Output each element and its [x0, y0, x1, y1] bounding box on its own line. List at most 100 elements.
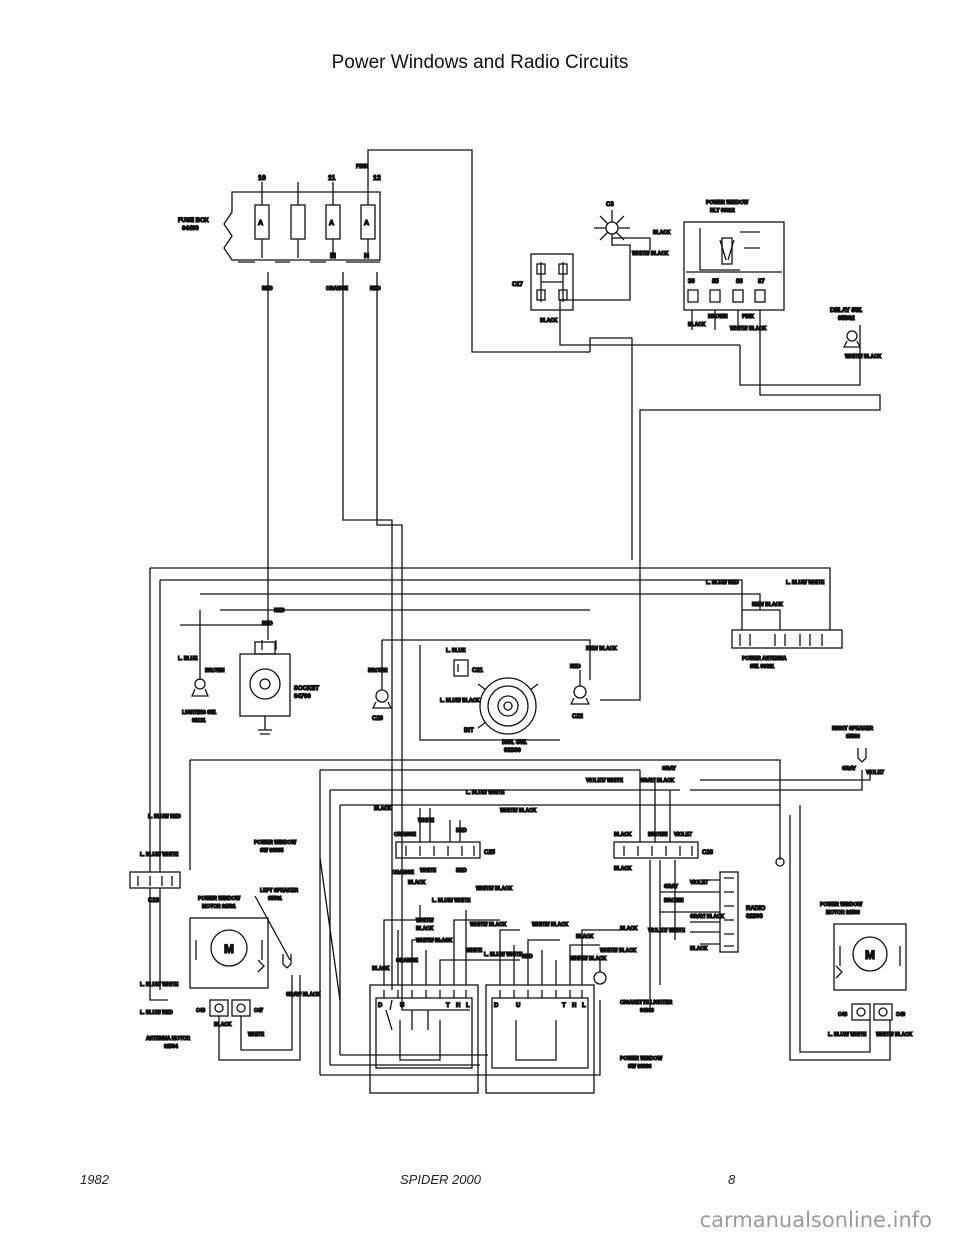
socket-number: 04700 [294, 694, 311, 700]
cigarette-lighter-number: 04600 [640, 1008, 654, 1014]
c46-connector [209, 999, 229, 1017]
wire-label-black-sw: BLACK [372, 966, 390, 972]
pw-motor-right-number: MOTOR 01500 [826, 910, 860, 916]
wire-label-white-black-c3: WHITE/ BLACK [632, 251, 669, 257]
wire-label-brown-light: BROWN [205, 668, 225, 674]
fuse-letter-n: N [364, 253, 369, 260]
center-wiring [319, 769, 780, 1075]
fuse-number-11: 11 [328, 175, 336, 182]
fuse-box [223, 172, 381, 286]
c26-aux-terminal [775, 857, 785, 867]
antenna-motor-number: 01504 [164, 1044, 178, 1050]
wire-label-white-black-relay: WHITE/ BLACK [730, 326, 767, 332]
power-window-relay [683, 221, 785, 311]
sw-right-u: U [516, 1003, 520, 1009]
radio-connector [660, 871, 739, 953]
wire-label-brown-radio: BROWN [664, 898, 684, 904]
wire-label-black-c25b: BLACK [408, 880, 426, 886]
wire-label-white-black-b: WHITE/ BLACK [470, 922, 507, 928]
wire-label-l-blue-red-ant: L. BLUE/ RED [140, 1010, 173, 1016]
wire-label-black-c17: BLACK [540, 318, 558, 324]
wire-label-red-c22: RED [570, 664, 581, 670]
switch-feed-wires [320, 905, 620, 1076]
right-pw-switch-block [485, 984, 595, 1094]
fuse-box-number: 04400 [182, 226, 199, 232]
sw-right-h: H [572, 1003, 576, 1009]
wire-label-red-black-c22: RED/ BLACK [586, 646, 617, 652]
c3-lamp-icon [594, 210, 630, 246]
wire-label-pink-relay: PINK [742, 314, 754, 320]
relay-number: RLY 00812 [710, 208, 735, 214]
fuse-box-label: FUSE BOX [178, 218, 209, 224]
relay-pin-85: 85 [712, 279, 719, 285]
wire-label-white-black-c25b: WHITE/ BLACK [476, 886, 513, 892]
c17-connector [530, 253, 574, 311]
c26-connector [613, 841, 699, 859]
wire-label-white-black-delay: WHITE/ BLACK [845, 354, 882, 360]
wire-label-black-sw2: BLACK [576, 934, 594, 940]
delay-sw-number: 05302 [838, 316, 855, 322]
wire-label-black-a: BLACK [416, 926, 434, 932]
c22-label: C22 [572, 714, 584, 720]
wire-label-violet-radio: VIOLET [690, 880, 708, 886]
wire-label-black-c26: BLACK [614, 832, 632, 838]
wire-label-white-slash-a: WHITE/ [416, 918, 434, 924]
c47-connector [231, 999, 251, 1017]
wire-label-l-blue-c21: L. BLUE [446, 648, 466, 654]
c3-label: C3 [606, 202, 614, 208]
fuse-letter-a2: A [329, 220, 334, 227]
power-antenna-switch-connector [731, 609, 843, 649]
right-motor-symbol: M [865, 948, 875, 962]
ign-sw-number: 03300 [504, 748, 521, 754]
wire-label-red-fuse2: RED [370, 286, 381, 292]
c18-connector [129, 871, 181, 889]
sw-right-t: T [562, 1003, 566, 1009]
wire-label-red-1: RED [274, 608, 285, 614]
wire-label-gray-black-radio: GRAY/ BLACK [690, 914, 725, 920]
left-lower-wiring [149, 852, 301, 1061]
delay-switch-icon [842, 330, 862, 348]
wire-label-white-black-sw2: WHITE/ BLACK [570, 956, 607, 962]
sw-right-d: D [494, 1003, 499, 1009]
c20-label: C20 [372, 716, 384, 722]
lighting-sw-label: LIGHTING SW. [182, 710, 217, 716]
wire-label-l-blue-white-top: L. BLUE/ WHITE [786, 580, 825, 586]
ignition-switch-icon [477, 677, 539, 735]
pw-sw-right-number: SW 03306 [628, 1064, 652, 1070]
page-title: Power Windows and Radio Circuits [331, 52, 629, 73]
wire-label-white-black-sw3: WHITE/ BLACK [600, 948, 637, 954]
wire-label-pink: PINK [356, 164, 368, 170]
wire-label-red-2: RED [262, 621, 273, 627]
wire-label-white-sw: WHITE [466, 948, 483, 954]
wire-label-brown-c20: BROWN [368, 668, 388, 674]
c47-label: C47 [254, 1008, 263, 1014]
right-motor-wires [789, 805, 891, 1061]
wire-label-l-blue-white-rm: L. BLUE/ WHITE [828, 1032, 867, 1038]
wire-label-violet-white: VIOLET/ WHITE [586, 778, 624, 784]
wire-label-white-black-a: WHITE/ BLACK [416, 938, 453, 944]
wire-label-black-sw3: BLACK [620, 926, 638, 932]
lighting-sw-number: 01121 [192, 718, 206, 724]
wire-label-red-c25b: RED [456, 868, 467, 874]
wire-label-orange-fuse: ORANGE [326, 286, 349, 292]
left-speaker-icon [282, 954, 292, 969]
cigarette-lighter-icon [593, 960, 607, 985]
wire-label-red-sw: RED [522, 954, 533, 960]
fuse-letter-a3: A [364, 220, 369, 227]
pw-motor-right-label: POWER WINDOW [820, 902, 862, 908]
c25-label: C25 [484, 850, 496, 856]
wire-label-black-c25top: BLACK [374, 806, 392, 812]
wire-label-white-lm: WHITE [248, 1032, 265, 1038]
wire-label-black-lm: BLACK [214, 1022, 232, 1028]
c49-label: C49 [896, 1012, 905, 1018]
radio-label: RADIO [746, 906, 766, 912]
fuse-number-12: 12 [373, 175, 381, 182]
wire-label-brown-c26: BROWN [648, 832, 668, 838]
c21-connector-icon [453, 659, 469, 677]
wire-label-brown-relay: BROWN [708, 314, 728, 320]
c18-label: C18 [148, 898, 160, 904]
left-speaker-number: 05501 [268, 896, 282, 902]
fuse-letter-m: M [330, 253, 336, 260]
fuse-number-10: 10 [258, 175, 266, 182]
